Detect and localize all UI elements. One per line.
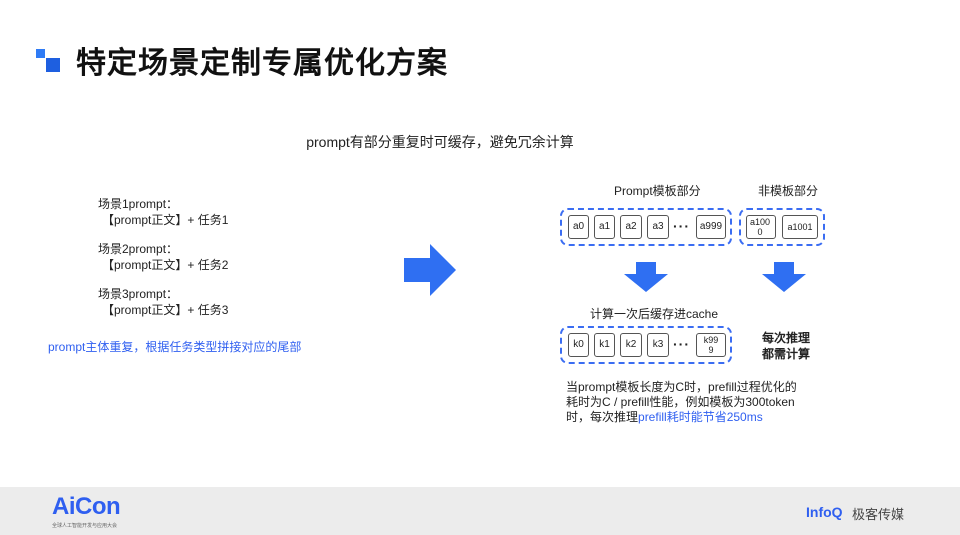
token-cell: a1 [594,215,615,239]
nontemplate-token-box [739,208,825,246]
token-cell: a0 [568,215,589,239]
slide-title: 特定场景定制专属优化方案 [76,47,448,80]
scenario-list: 场景1prompt： 【prompt正文】+ 任务1 场景2prompt： 【p… [98,196,228,331]
token-cell: a1001 [782,215,818,239]
explanation-text: 当prompt模板长度为C时，prefill过程优化的 耗时为C / prefi… [566,380,826,425]
explain-line: 当prompt模板长度为C时，prefill过程优化的 [566,380,797,394]
explain-highlight: prefill耗时能节省250ms [638,410,763,424]
infoq-brand-name: 极客传媒 [852,507,905,522]
down-arrow-icon [624,262,668,292]
scenario-body: 【prompt正文】+ 任务3 [102,303,229,317]
explain-line: 耗时为C / prefill性能，例如模板为300token [566,395,795,409]
nontemplate-part-label: 非模板部分 [758,184,819,198]
scenario-item: 场景2prompt： 【prompt正文】+ 任务2 [98,241,228,273]
token-cell: a2 [620,215,642,239]
recompute-note: 每次推理 都需计算 [762,330,810,362]
cache-token-box [560,326,732,364]
recompute-note-line: 每次推理 [762,331,811,345]
cache-label: 计算一次后缓存进cache [590,307,719,321]
right-arrow-icon [404,244,456,296]
scenario-item: 场景1prompt： 【prompt正文】+ 任务1 [98,196,228,228]
left-note: prompt主体重复，根据任务类型拼接对应的尾部 [48,340,302,354]
explain-text: 时，每次推理 [566,410,639,424]
aicon-logo: AiCon [52,493,121,520]
kv-cell: k1 [594,333,615,357]
scenario-item: 场景3prompt： 【prompt正文】+ 任务3 [98,286,228,318]
scenario-label: 场景3prompt： [98,287,179,301]
scenario-label: 场景2prompt： [98,242,179,256]
ellipsis: ··· [673,218,690,234]
kv-cell: k3 [647,333,669,357]
template-token-box [560,208,732,246]
token-cell: a100 0 [746,215,776,239]
scenario-body: 【prompt正文】+ 任务2 [102,258,229,272]
token-cell: a999 [696,215,726,239]
template-part-label: Prompt模板部分 [614,184,701,198]
infoq-logo: InfoQ [806,504,843,520]
recompute-note-line: 都需计算 [762,347,811,361]
title-bullet-icon [36,45,66,75]
footer-bar: AiCon 全球人工智能开发与应用大会 InfoQ 极客传媒 [0,487,960,535]
ellipsis: ··· [673,336,690,352]
slide-subtitle: prompt有部分重复时可缓存，避免冗余计算 [306,134,574,150]
scenario-body: 【prompt正文】+ 任务1 [102,213,229,227]
slide-header: 特定场景定制专属优化方案 [36,38,448,82]
scenario-label: 场景1prompt： [98,197,179,211]
kv-cell: k2 [620,333,642,357]
token-cell: a3 [647,215,669,239]
kv-cell: k0 [568,333,589,357]
aicon-subtitle: 全球人工智能开发与应用大会 [52,523,118,529]
explain-line: 时，每次推理prefill耗时能节省250ms [566,410,826,425]
kv-cell: k99 9 [696,333,726,357]
down-arrow-icon [762,262,806,292]
